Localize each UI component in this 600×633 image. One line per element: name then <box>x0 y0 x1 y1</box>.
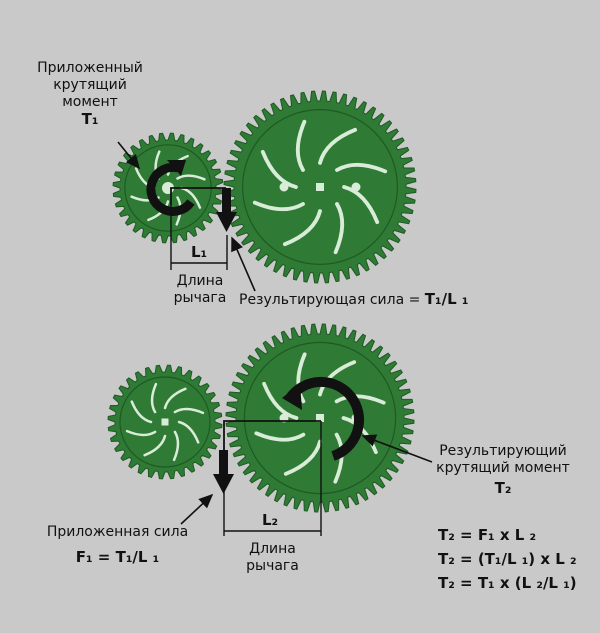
bottom-result-torque-arrow <box>282 376 365 461</box>
bottom-result-torque-label: Результирующий крутящий момент T₂ <box>428 443 578 497</box>
top-lever-label-line-2: рычага <box>173 290 227 306</box>
bottom-force-pointer <box>180 493 214 525</box>
bottom-applied-force-text: Приложенная сила <box>46 524 189 540</box>
top-lever-label: Длина рычага <box>155 273 245 307</box>
bottom-lever-symbol: L₂ <box>262 511 279 529</box>
bottom-result-torque-symbol: T₂ <box>494 479 512 497</box>
top-lever-label-line-1: Длина <box>176 273 224 289</box>
top-applied-torque-symbol: T₁ <box>81 110 99 128</box>
top-result-force-formula: T₁/L ₁ <box>424 290 469 308</box>
bottom-small-gear <box>107 364 223 480</box>
bottom-applied-force-formula: F₁ = T₁/L ₁ <box>75 548 160 566</box>
bottom-lever-label: Длина рычага <box>225 541 320 575</box>
bottom-result-torque-line-2: крутящий момент <box>436 460 570 476</box>
top-applied-torque-arrow <box>146 160 195 216</box>
top-applied-torque-label: Приложенный крутящий момент T₁ <box>30 60 150 128</box>
top-torque-pointer <box>117 141 141 170</box>
top-applied-torque-line-2: крутящий <box>53 77 127 93</box>
top-applied-torque-line-3: момент <box>62 94 118 110</box>
top-lever-arm <box>170 187 226 205</box>
top-applied-force-arrow <box>216 188 237 232</box>
bottom-lever-arm <box>223 420 321 450</box>
bottom-formulas: T₂ = F₁ x L ₂ T₂ = (T₁/L ₁) x L ₂ T₂ = T… <box>438 523 577 595</box>
bottom-lever-label-line-2: рычага <box>246 558 299 574</box>
top-result-force-text: Результирующая сила = <box>239 292 421 308</box>
gears <box>107 90 417 513</box>
bottom-lever-label-line-1: Длина <box>249 541 296 557</box>
top-result-force-label: Результирующая сила = T₁/L ₁ <box>239 291 468 309</box>
formula-line-2: T₂ = (T₁/L ₁) x L ₂ <box>438 550 577 568</box>
top-force-pointer <box>231 236 256 292</box>
top-applied-torque-line-1: Приложенный <box>37 60 143 76</box>
bottom-result-torque-line-1: Результирующий <box>439 443 567 459</box>
top-lever-symbol: L₁ <box>191 243 208 261</box>
bottom-large-gear <box>225 323 415 513</box>
formula-line-3: T₂ = T₁ x (L ₂/L ₁) <box>438 574 577 592</box>
formula-line-1: T₂ = F₁ x L ₂ <box>438 526 537 544</box>
bottom-applied-force-label: Приложенная сила F₁ = T₁/L ₁ <box>35 524 200 566</box>
bottom-torque-pointer <box>361 434 433 463</box>
top-large-gear <box>223 90 417 284</box>
